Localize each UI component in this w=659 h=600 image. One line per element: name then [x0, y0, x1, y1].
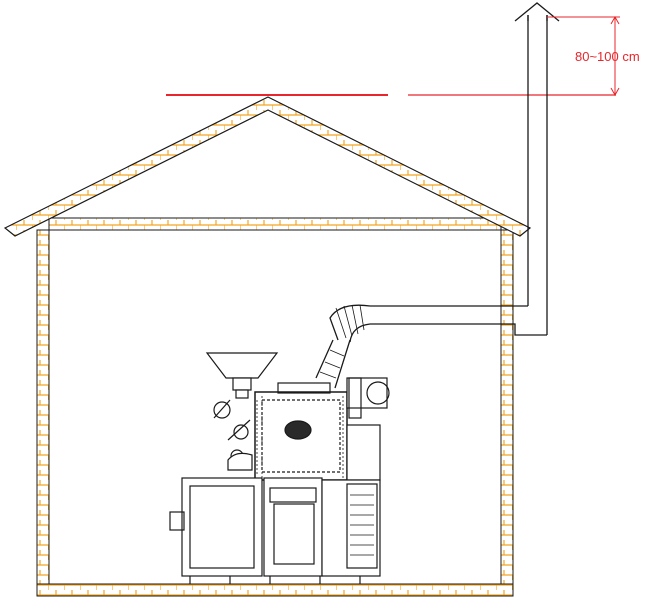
- arrow-up-icon: [514, 2, 560, 22]
- coffee-roaster-icon: [169, 352, 390, 584]
- exhaust-chimney: [315, 15, 548, 389]
- house-roof: [3, 96, 532, 237]
- chimney-height-dimension: 80~100 cm: [547, 15, 640, 97]
- dimension-label: 80~100 cm: [575, 49, 640, 64]
